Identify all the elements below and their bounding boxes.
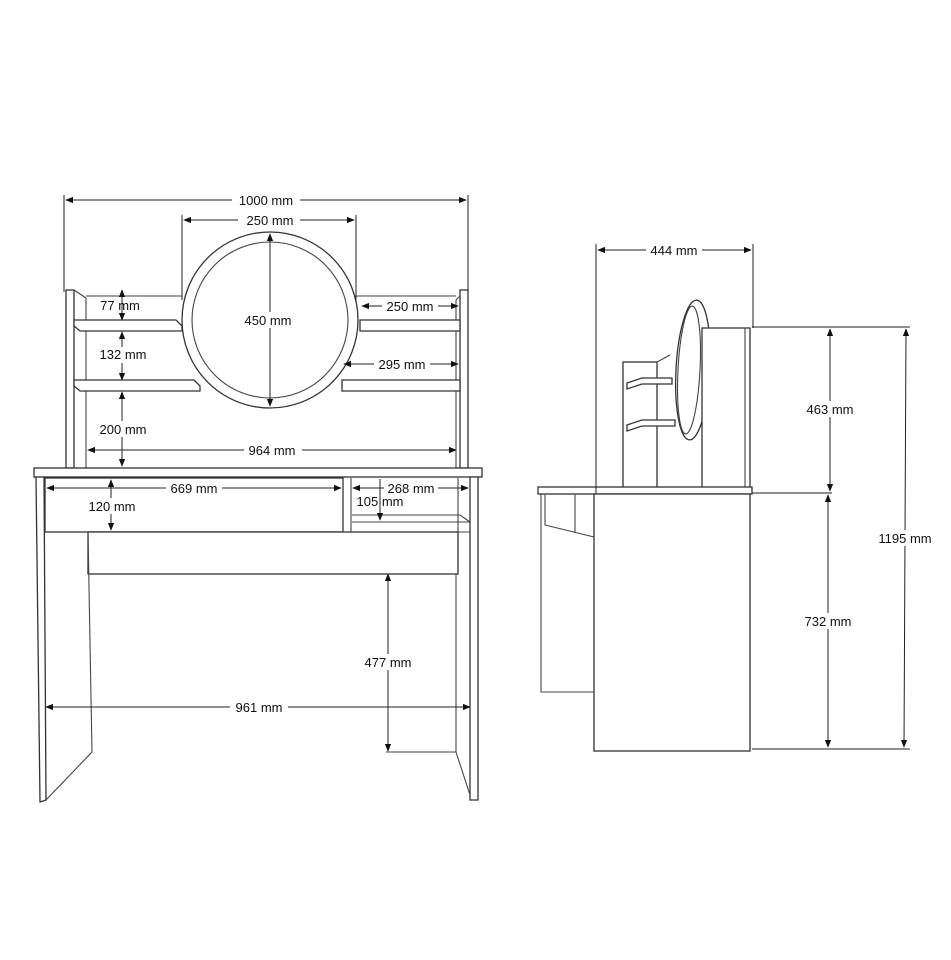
side-shelf-upper <box>626 377 673 390</box>
side-shelf-lower <box>626 419 676 432</box>
hutch-right-post <box>459 289 469 469</box>
mirror-bracket-width-label: 250 mm <box>247 213 294 228</box>
desk-height-label: 732 mm <box>805 614 852 629</box>
side-desk-top <box>537 486 753 495</box>
side-view: 444 mm 463 mm 732 mm 1195 mm <box>537 242 940 752</box>
left-lower-shelf <box>73 379 201 392</box>
front-view: 1000 mm 250 mm 450 mm 77 mm 132 mm 200 m… <box>33 192 483 803</box>
depth-label: 444 mm <box>651 243 698 258</box>
overall-width-label: 1000 mm <box>239 193 293 208</box>
side-dimension-labels: 444 mm 463 mm 732 mm 1195 mm <box>646 242 940 629</box>
front-dimension-labels: 1000 mm 250 mm 450 mm 77 mm 132 mm 200 m… <box>84 192 438 715</box>
side-hutch-panel <box>701 327 751 489</box>
right-top-shelf <box>359 319 461 332</box>
hutch-height-label: 463 mm <box>807 402 854 417</box>
knee-clearance-height-label: 477 mm <box>365 655 412 670</box>
right-lower-shelf <box>341 379 461 392</box>
open-compartment-width-label: 268 mm <box>388 481 435 496</box>
open-compartment-height-label: 105 mm <box>357 494 404 509</box>
left-leg-front <box>35 476 47 803</box>
side-panel <box>593 493 751 752</box>
right-top-shelf-width-label: 250 mm <box>387 299 434 314</box>
back-panel <box>87 531 459 575</box>
desk-top <box>33 467 483 478</box>
right-leg-front <box>469 476 479 801</box>
left-top-shelf <box>73 319 183 332</box>
lower-shelf-gap-label: 200 mm <box>100 422 147 437</box>
drawer-width-label: 669 mm <box>171 481 218 496</box>
hutch-inner-width-label: 964 mm <box>249 443 296 458</box>
total-height-label: 1195 mm <box>878 531 931 546</box>
mirror-diameter-label: 450 mm <box>245 313 292 328</box>
drawer-height-label: 120 mm <box>89 499 136 514</box>
top-shelf-gap-label: 77 mm <box>100 298 140 313</box>
open-compartment-shelf <box>352 514 472 523</box>
right-lower-shelf-width-label: 295 mm <box>379 357 426 372</box>
hutch-left-post <box>65 289 75 469</box>
inner-leg-width-label: 961 mm <box>236 700 283 715</box>
middle-shelf-gap-label: 132 mm <box>100 347 147 362</box>
